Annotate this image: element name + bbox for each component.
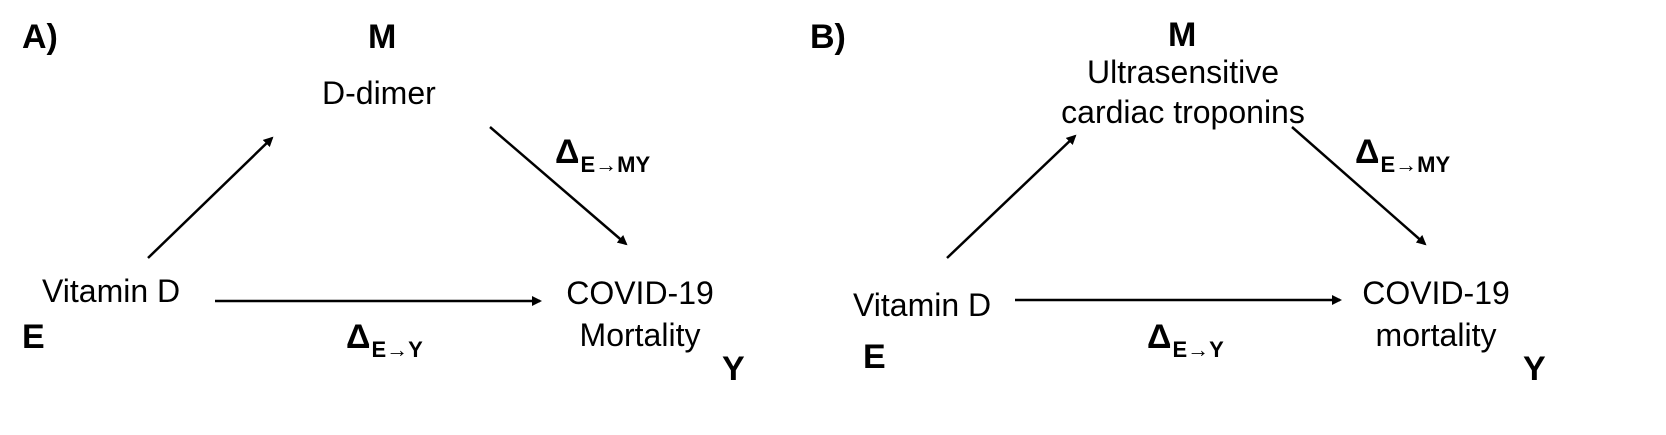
direct-effect-symbol: Δ bbox=[346, 318, 371, 356]
direct-effect-label: ΔE→Y bbox=[1147, 318, 1224, 361]
panel-a: A) M D-dimer ΔE→MY Vitamin D E ΔE→Y COVI… bbox=[22, 18, 745, 388]
direct-effect-label: ΔE→Y bbox=[346, 318, 423, 361]
outcome-label-line2: mortality bbox=[1375, 317, 1497, 353]
outcome-label-line1: COVID-19 bbox=[1362, 275, 1510, 311]
outcome-symbol: Y bbox=[1523, 350, 1546, 388]
mediator-symbol: M bbox=[368, 18, 397, 56]
indirect-effect-label: ΔE→MY bbox=[1355, 133, 1450, 176]
mediator-label-line2: cardiac troponins bbox=[1061, 94, 1305, 130]
outcome-symbol: Y bbox=[722, 350, 745, 388]
indirect-effect-label: ΔE→MY bbox=[555, 133, 650, 176]
panel-label: B) bbox=[810, 18, 846, 56]
mediator-label-line1: Ultrasensitive bbox=[1086, 54, 1280, 90]
direct-effect-subscript: E→Y bbox=[1172, 337, 1224, 362]
indirect-effect-symbol: Δ bbox=[1355, 133, 1380, 171]
mediator-symbol: M bbox=[1168, 16, 1197, 54]
exposure-symbol: E bbox=[22, 318, 45, 356]
panel-label: A) bbox=[22, 18, 58, 56]
mediator-label: D-dimer bbox=[322, 75, 436, 111]
indirect-effect-subscript: E→MY bbox=[1380, 152, 1451, 177]
direct-effect-subscript: E→Y bbox=[371, 337, 423, 362]
exposure-label: Vitamin D bbox=[853, 287, 992, 323]
outcome-label-line1: COVID-19 bbox=[566, 275, 714, 311]
direct-effect-symbol: Δ bbox=[1147, 318, 1172, 356]
indirect-effect-symbol: Δ bbox=[555, 133, 580, 171]
panel-b: B) M Ultrasensitive cardiac troponins ΔE… bbox=[810, 0, 1666, 435]
outcome-label-line2: Mortality bbox=[579, 317, 701, 353]
exposure-label: Vitamin D bbox=[42, 273, 181, 309]
indirect-effect-subscript: E→MY bbox=[580, 152, 651, 177]
exposure-symbol: E bbox=[863, 338, 886, 376]
